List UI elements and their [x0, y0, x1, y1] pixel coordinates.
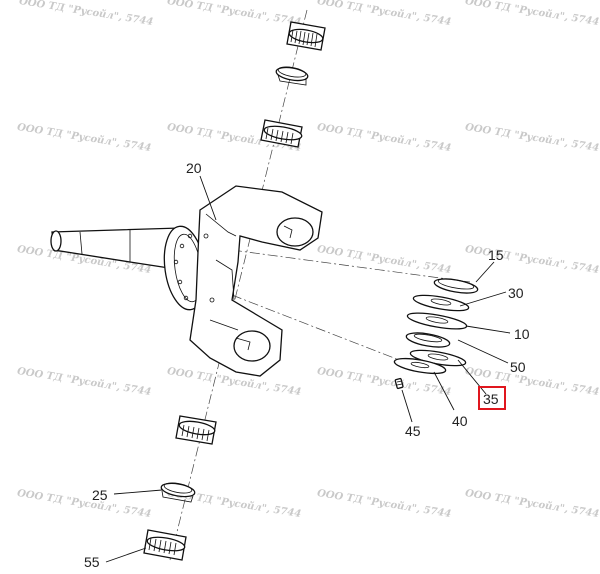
callout-25: 25: [92, 487, 108, 503]
lower-bushing: [143, 529, 187, 561]
leader-35: [457, 359, 487, 395]
flat-washer: [406, 312, 468, 330]
callout-50: 50: [510, 359, 526, 375]
leader-10: [465, 325, 511, 334]
steering-knuckle: [50, 185, 323, 377]
callout-10: 10: [514, 326, 530, 342]
callout-40: 40: [452, 413, 468, 429]
callout-55: 55: [84, 554, 100, 570]
leader-45: [401, 389, 413, 423]
callout-15: 15: [488, 247, 504, 263]
callout-35: 35: [483, 391, 499, 407]
kingpin-axis-line: [169, 9, 308, 561]
callout-20: 20: [186, 160, 202, 176]
callout-45: 45: [405, 423, 421, 439]
leader-20: [199, 175, 217, 221]
upper-projection-line: [231, 249, 471, 283]
leader-15: [475, 261, 495, 283]
lower-seal-ring: [160, 482, 196, 503]
cap-washer: [433, 278, 479, 294]
callout-30: 30: [508, 285, 524, 301]
center-lines: [169, 9, 471, 561]
upper-seal-ring: [275, 66, 309, 86]
leader-25: [113, 489, 163, 495]
leader-30: [459, 291, 507, 307]
leader-lines: [105, 175, 511, 563]
lower-needle-bearing: [175, 415, 217, 445]
washer-stack: [393, 278, 479, 375]
upper-bushing: [260, 119, 303, 148]
grease-fitting: [394, 377, 404, 390]
spacer-ring: [405, 332, 451, 348]
shim-washer: [412, 294, 470, 312]
leader-50: [457, 339, 509, 364]
callout-labels: 20 15 30 10 50 35 40 45 25 55: [84, 160, 530, 570]
upper-needle-bearing: [286, 21, 326, 51]
bottom-washer: [393, 357, 447, 375]
leader-40: [433, 371, 455, 411]
leader-55: [105, 547, 147, 563]
callout-35-highlight-box: [478, 386, 506, 410]
